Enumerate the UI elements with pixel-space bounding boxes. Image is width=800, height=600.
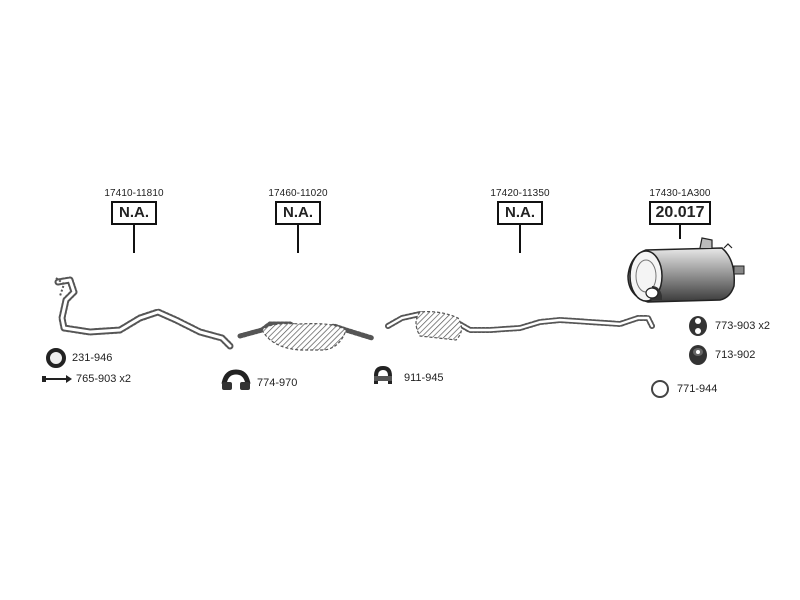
oem-number: 17420-11350	[490, 188, 550, 199]
accessory-label-u-clamp: 911-945	[404, 372, 444, 384]
part-callout-rear-muffler: 17430-1A300 20.017	[628, 188, 732, 239]
gasket-ring-icon	[46, 348, 66, 368]
accessory-label-seal-ring: 771-944	[677, 383, 718, 395]
price-label-box: N.A.	[497, 201, 543, 225]
oem-number: 17430-1A300	[649, 188, 711, 199]
seal-ring-icon	[651, 380, 669, 398]
leader-line	[679, 225, 681, 239]
accessory-label-rubber-mount: 713-902	[715, 349, 756, 361]
front-pipe-drawing	[54, 276, 234, 350]
accessory-label-bolt: 765-903 x2	[76, 373, 132, 385]
price-label-box: N.A.	[111, 201, 157, 225]
rear-muffler-drawing	[627, 237, 745, 303]
price-label-box: N.A.	[275, 201, 321, 225]
price-label-box: 20.017	[648, 201, 712, 225]
part-callout-front-pipe: 17410-11810 N.A.	[84, 188, 184, 253]
accessory-label-rubber-hanger: 773-903 x2	[715, 320, 771, 332]
oem-number: 17410-11810	[104, 188, 164, 199]
part-callout-catalytic-converter: 17460-11020 N.A.	[248, 188, 348, 253]
leader-line	[297, 225, 299, 253]
catalytic-converter-drawing	[237, 321, 375, 351]
leader-line	[519, 225, 521, 253]
rubber-hanger-icon	[689, 316, 707, 336]
part-callout-center-pipe: 17420-11350 N.A.	[470, 188, 570, 253]
bolt-icon	[42, 375, 72, 383]
leader-line	[133, 225, 135, 253]
accessory-label-gasket: 231-946	[72, 352, 113, 364]
oem-number: 17460-11020	[268, 188, 328, 199]
u-clamp-icon	[374, 365, 392, 384]
center-pipe-drawing	[385, 311, 655, 341]
rubber-mount-icon	[689, 345, 707, 365]
accessory-label-clamp: 774-970	[257, 377, 298, 389]
clamp-icon	[221, 369, 251, 390]
